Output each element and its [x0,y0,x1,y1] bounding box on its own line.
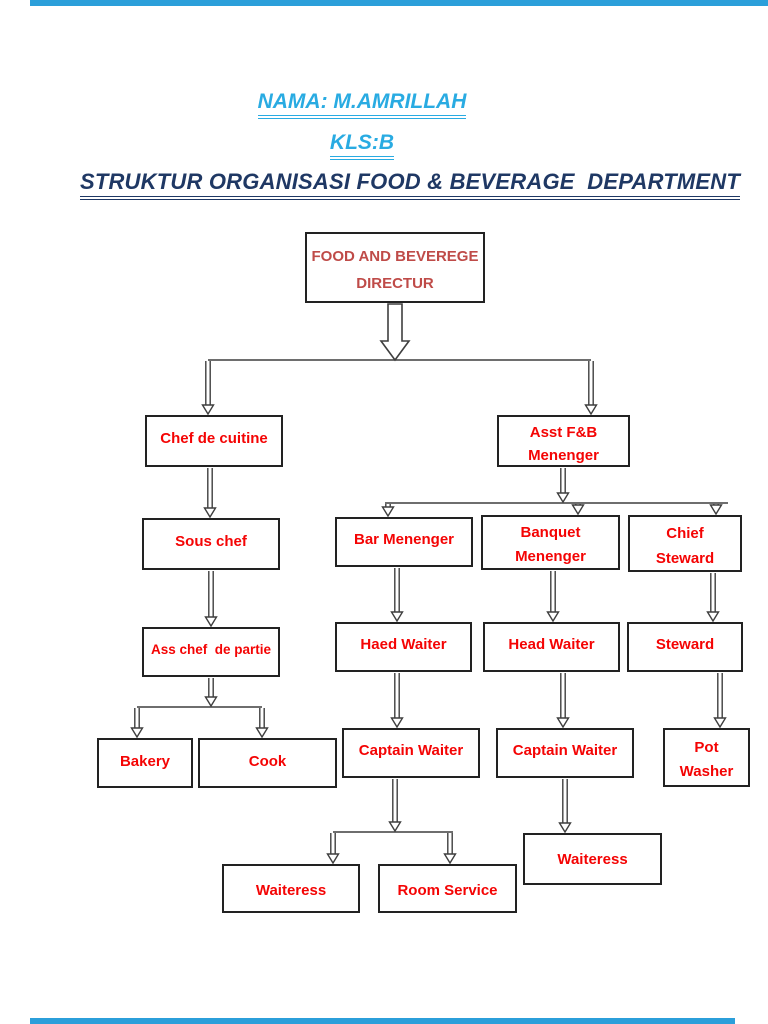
node-steward: Steward [627,622,743,672]
node-cook: Cook [198,738,337,788]
student-name-heading: NAMA: M.AMRILLAH [257,90,467,119]
node-bakery: Bakery [97,738,193,788]
node-waiteress-left: Waiteress [222,864,360,913]
node-captain-waiter-1: Captain Waiter [342,728,480,778]
class-heading: KLS:B [329,131,395,160]
director-block-arrow [379,303,411,362]
node-pot-washer: Pot Washer [663,728,750,787]
node-bar-menenger: Bar Menenger [335,517,473,567]
node-director: FOOD AND BEVEREGE DIRECTUR [305,232,485,303]
node-chef-de-cuitine: Chef de cuitine [145,415,283,467]
node-asst-fb-menenger: Asst F&B Menenger [497,415,630,467]
node-waiteress-right: Waiteress [523,833,662,885]
node-haed-waiter: Haed Waiter [335,622,472,672]
node-chief-steward: Chief Steward [628,515,742,572]
header-block: NAMA: M.AMRILLAH [0,90,724,119]
node-ass-chef-de-partie: Ass chef de partie [142,627,280,677]
node-captain-waiter-2: Captain Waiter [496,728,634,778]
node-banquet-menenger: Banquet Menenger [481,515,620,570]
bottom-edge-bar [30,1018,735,1024]
node-sous-chef: Sous chef [142,518,280,570]
page-title: STRUKTUR ORGANISASI FOOD & BEVERAGE DEPA… [79,169,741,200]
node-room-service: Room Service [378,864,517,913]
top-edge-bar [30,0,768,6]
node-head-waiter: Head Waiter [483,622,620,672]
